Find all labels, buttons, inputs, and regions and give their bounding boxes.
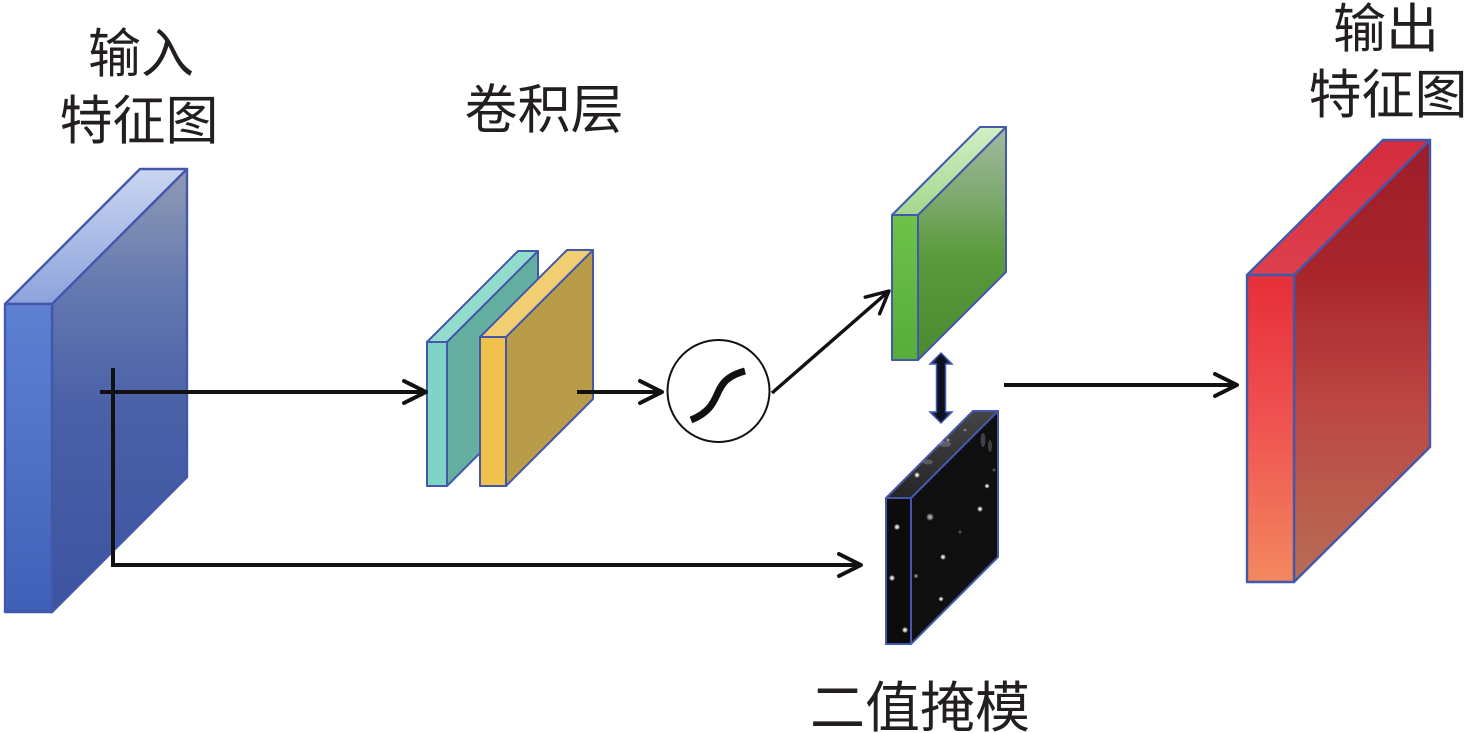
output-feature-map-front-face [1245,273,1296,584]
mask-streak [988,440,992,452]
arrowhead [638,379,664,405]
arrowhead [1213,372,1239,398]
double-headed-arrow [928,351,954,425]
conv-kernel-yellow [479,249,594,487]
arrow-sigmoid-to-sigmoid-output-map [770,289,891,395]
mask-streak [923,459,933,465]
mask-speckle [984,483,990,489]
mask-streak [939,441,951,447]
output-feature-map [1245,138,1432,584]
mask-speckle [901,626,909,634]
mask-speckle [940,554,946,560]
arrow-input-to-conv-layer [100,379,428,405]
arrowhead [863,289,891,316]
binary-mask-speckles [888,428,996,634]
input-feature-map-label-line-2: 特征图 [60,91,219,152]
mask-speckle [893,523,901,531]
binary-mask-label: 二值掩模 [810,676,1030,733]
sigmoid-output-map [891,126,1007,361]
conv-kernel-teal-front-face [426,341,448,487]
mask-speckle [958,530,962,534]
sigmoid-curve-icon [689,367,747,424]
arrow-conv-layer-to-sigmoid [577,379,664,405]
arrow-shaft [770,291,889,395]
arrow-input-to-binary-mask [111,368,863,578]
mask-speckle [938,596,944,602]
arrow-shaft [111,368,859,567]
binary-mask-front-face [885,497,912,645]
sigmoid-node [666,339,771,443]
mask-speckle [946,438,950,442]
output-feature-map-label-line-2: 特征图 [1309,65,1468,126]
conv-kernel-yellow-front-face [479,336,507,487]
mask-speckle [913,573,919,579]
conv-layer-label: 卷积层 [465,80,624,141]
mask-speckle [963,428,967,432]
mask-speckle [888,574,896,582]
input-feature-map-front-face [3,302,54,614]
arrowhead [402,379,428,405]
arrowhead [837,552,863,578]
mask-speckle [977,506,983,512]
arrow-to-output-feature-map [1004,372,1239,398]
binary-mask [885,410,999,645]
mask-speckle [992,468,996,472]
mask-speckle [926,513,934,521]
sigmoid-output-map-front-face [891,214,919,361]
output-feature-map-label-line-1: 输出 [1333,0,1439,60]
conv-layer [426,249,594,487]
mask-streak [980,433,986,447]
mask-speckle [914,472,920,478]
input-feature-map-label-line-1: 输入 [88,24,194,85]
